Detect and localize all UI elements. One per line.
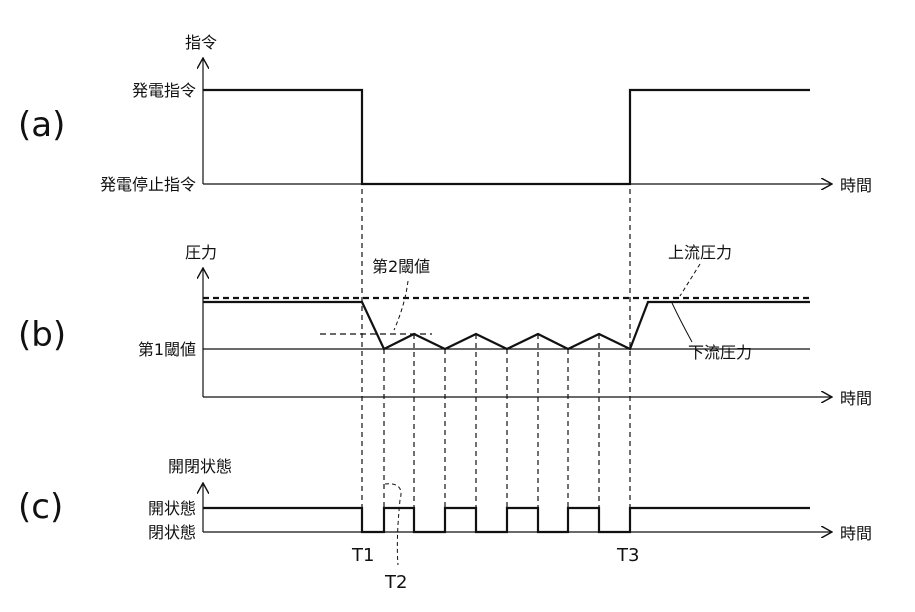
x-axis-title: 時間: [840, 176, 872, 195]
second-threshold-leader: [394, 281, 408, 330]
closed-state-label: 閉状態: [148, 523, 196, 542]
panel-c-label: (c): [18, 487, 63, 527]
command-signal: [203, 90, 810, 184]
t3-label: T3: [616, 545, 639, 566]
valve-state-signal: [203, 508, 810, 532]
t2-label: T2: [384, 572, 407, 593]
time-guide-lines: [362, 90, 630, 532]
t2-leader: [385, 484, 401, 565]
t1-label: T1: [351, 545, 374, 566]
x-axis-title: 時間: [840, 389, 872, 408]
first-threshold-label: 第1閾値: [138, 340, 196, 359]
upstream-pressure-leader: [680, 264, 700, 296]
y-axis-title: 指令: [185, 33, 217, 52]
upstream-pressure-label: 上流圧力: [668, 243, 732, 262]
high-level-label: 発電指令: [132, 81, 196, 100]
open-state-label: 開状態: [148, 499, 196, 518]
y-axis-title: 開閉状態: [168, 457, 232, 476]
downstream-pressure-leader: [672, 303, 692, 342]
low-level-label: 発電停止指令: [100, 175, 196, 194]
downstream-pressure-label: 下流圧力: [688, 343, 752, 362]
panel-a-label: (a): [18, 105, 65, 145]
downstream-pressure-line: [203, 302, 810, 349]
second-threshold-label: 第2閾値: [372, 257, 430, 276]
x-axis-title: 時間: [840, 524, 872, 543]
panel-a: (a) 指令 発電指令 発電停止指令 時間: [18, 33, 872, 195]
y-axis-title: 圧力: [185, 243, 217, 262]
panel-b: (b) 圧力 第1閾値 時間 第2閾値 上流圧力 下流圧力: [18, 243, 872, 408]
panel-b-label: (b): [18, 315, 66, 355]
